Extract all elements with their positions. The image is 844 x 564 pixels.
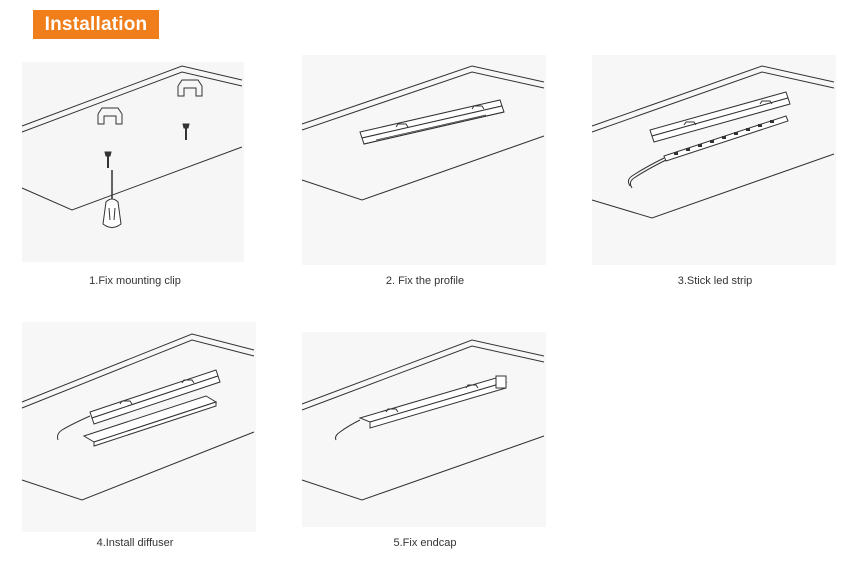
step-2-fix-the-profile: 2. Fix the profile (300, 20, 550, 287)
aluminum-profile (360, 100, 504, 144)
assembled-profile (336, 376, 507, 440)
ceiling-back-edge-lower (22, 340, 254, 408)
step-4-install-diffuser: 4.Install diffuser (10, 282, 260, 549)
step-2-illustration (300, 55, 546, 265)
led-cable (336, 420, 361, 440)
screwdriver-icon (103, 170, 121, 228)
led-chips (674, 120, 774, 155)
endcap (496, 376, 506, 388)
screw-icon (183, 124, 189, 140)
step-5-fix-endcap: 5.Fix endcap (300, 282, 550, 549)
led-cable (628, 158, 664, 186)
mounting-clip-right (178, 80, 202, 96)
led-cable (58, 416, 91, 440)
led-strip (628, 116, 788, 188)
ceiling-back-edge-lower (592, 72, 834, 132)
ceiling-back-edge (302, 66, 544, 124)
step-1-fix-mounting-clip: 1.Fix mounting clip (10, 20, 260, 287)
step-3-caption: 3.Stick led strip (677, 275, 753, 287)
ceiling-back-edge (22, 66, 242, 126)
step-2-caption: 2. Fix the profile (385, 275, 465, 287)
diffuser (84, 396, 216, 446)
mounting-clip-left (98, 108, 122, 124)
step-4-caption: 4.Install diffuser (96, 537, 174, 549)
section-title: Installation (33, 10, 159, 39)
step-3-illustration (590, 55, 836, 265)
ceiling-back-edge (592, 66, 834, 126)
aluminum-profile (58, 370, 221, 440)
step-3-backdrop (592, 55, 836, 265)
step-5-illustration (300, 332, 546, 527)
step-1-backdrop (22, 62, 244, 262)
step-4-illustration (10, 322, 256, 532)
step-5-backdrop (302, 332, 546, 527)
step-2-backdrop (302, 55, 546, 265)
ceiling-front-edge (22, 432, 254, 500)
step-1-caption: 1.Fix mounting clip (89, 275, 181, 287)
ceiling-back-edge-lower (302, 72, 544, 130)
ceiling-back-edge-lower (22, 72, 242, 132)
step-5-caption: 5.Fix endcap (393, 537, 457, 549)
screw-icon (105, 152, 111, 168)
ceiling-front-edge (302, 436, 544, 500)
ceiling-back-edge-lower (302, 346, 544, 410)
ceiling-front-edge (592, 154, 834, 218)
aluminum-profile (650, 92, 790, 142)
ceiling-back-edge (22, 334, 254, 402)
ceiling-front-edge (22, 147, 242, 210)
ceiling-back-edge (302, 340, 544, 404)
step-3-stick-led-strip: 3.Stick led strip (590, 20, 840, 287)
step-1-illustration (10, 62, 244, 262)
ceiling-front-edge (302, 136, 544, 200)
